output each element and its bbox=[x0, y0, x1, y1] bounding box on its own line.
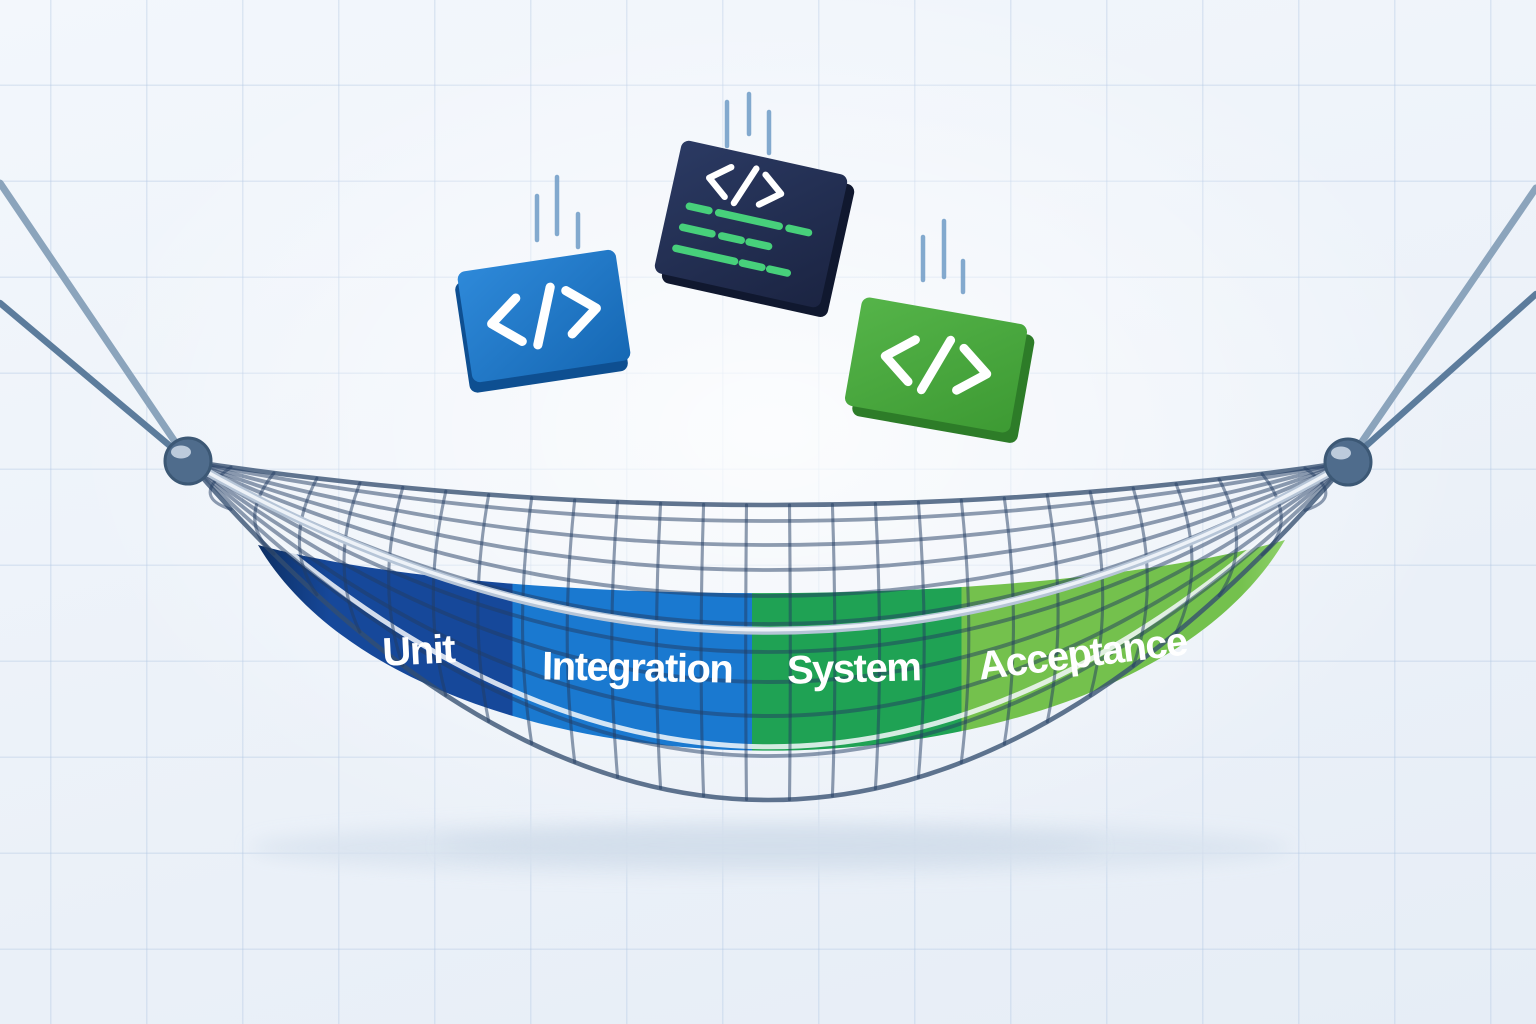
rope-right-upper bbox=[1344, 184, 1536, 466]
net-sheen-strand bbox=[185, 458, 1351, 750]
code-block-blue bbox=[455, 249, 631, 393]
net-strand bbox=[342, 481, 362, 634]
net-strand bbox=[699, 502, 706, 798]
net-strand bbox=[253, 471, 276, 556]
net-strand bbox=[297, 476, 319, 597]
segment-label-system: System bbox=[786, 645, 920, 692]
net-mesh-vertical bbox=[208, 465, 1328, 802]
code-lines bbox=[672, 202, 813, 277]
code-glyph-icon bbox=[487, 282, 601, 350]
net-strand bbox=[654, 501, 663, 790]
net-strand bbox=[186, 459, 1350, 547]
net-strand bbox=[873, 502, 882, 791]
net-strand bbox=[565, 498, 577, 764]
code-glyph-icon bbox=[880, 335, 992, 395]
net-strand bbox=[1002, 496, 1015, 746]
net-strand bbox=[186, 459, 1350, 684]
net-strand bbox=[185, 458, 1351, 803]
net-strand bbox=[476, 493, 491, 723]
net-strand bbox=[830, 502, 837, 798]
net-strand bbox=[186, 459, 1350, 523]
code-block-navy bbox=[654, 140, 855, 318]
net-strand bbox=[186, 459, 1350, 598]
anchor-knob-left bbox=[163, 436, 213, 486]
net-strand bbox=[1217, 477, 1239, 598]
net-strand bbox=[1303, 466, 1328, 512]
net-strand bbox=[186, 459, 1350, 572]
net-strand bbox=[1088, 490, 1105, 698]
net-strand bbox=[387, 485, 405, 668]
net-strand bbox=[744, 503, 749, 802]
net-strand bbox=[916, 500, 926, 779]
rope-right-lower bbox=[1344, 290, 1536, 466]
segment-label-unit: Unit bbox=[381, 627, 456, 675]
net-strand bbox=[787, 503, 792, 802]
code-block-green bbox=[844, 297, 1035, 443]
net-strand bbox=[521, 496, 534, 746]
motion-lines bbox=[534, 91, 966, 295]
net-strand bbox=[208, 465, 233, 511]
net-strand bbox=[610, 500, 620, 779]
net-rim-sheen bbox=[186, 459, 1350, 632]
net-strand bbox=[959, 498, 971, 765]
net-strand bbox=[186, 459, 1350, 718]
rope-left-lower bbox=[0, 299, 192, 465]
net-strand bbox=[1045, 493, 1060, 724]
rope-left-upper bbox=[0, 179, 192, 465]
net-strand bbox=[185, 458, 1351, 508]
net-ground-shadow-core bbox=[440, 830, 1100, 860]
code-block-navy-face bbox=[654, 140, 848, 308]
segment-label-integration: Integration bbox=[542, 644, 733, 691]
code-glyph-icon bbox=[705, 163, 785, 208]
net-strand bbox=[186, 459, 1350, 758]
anchor-knob-right bbox=[1323, 437, 1373, 487]
net-strand bbox=[431, 489, 448, 697]
net-strand bbox=[1131, 486, 1149, 668]
net-strand bbox=[186, 459, 1350, 654]
net-strand bbox=[1260, 472, 1283, 557]
net-strand bbox=[1174, 482, 1194, 635]
suspension-ropes bbox=[0, 179, 1536, 466]
